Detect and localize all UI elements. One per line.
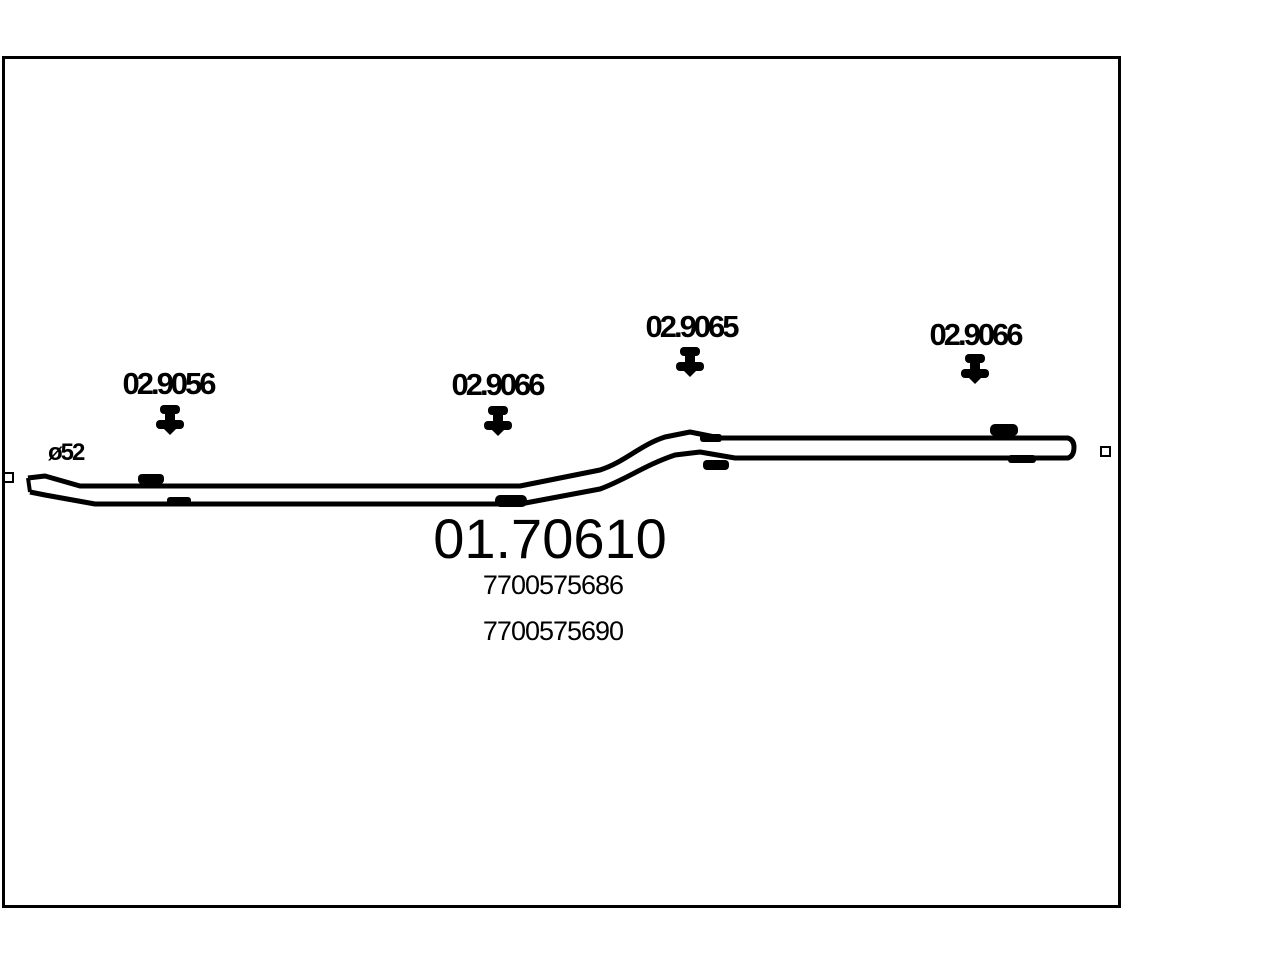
oe-number: 7700575690 [483, 616, 623, 646]
hanger-icon [156, 405, 184, 435]
hanger-icon [484, 406, 512, 436]
hanger-label: 02.9056 [122, 366, 216, 401]
hanger-label: 02.9066 [929, 317, 1023, 352]
left-end-marker [3, 472, 14, 483]
hanger-icon [961, 354, 989, 384]
exhaust-pipe [26, 429, 1077, 507]
main-part-number: 01.70610 [433, 507, 667, 570]
right-end-marker [1100, 446, 1111, 457]
hanger-label: 02.9066 [451, 367, 545, 402]
pipe-hanger-mounts [138, 424, 1036, 507]
oe-number: 7700575686 [483, 570, 623, 600]
hanger-label: 02.9065 [645, 309, 739, 344]
diameter-label: ø52 [48, 439, 85, 466]
hanger-icon [676, 347, 704, 377]
